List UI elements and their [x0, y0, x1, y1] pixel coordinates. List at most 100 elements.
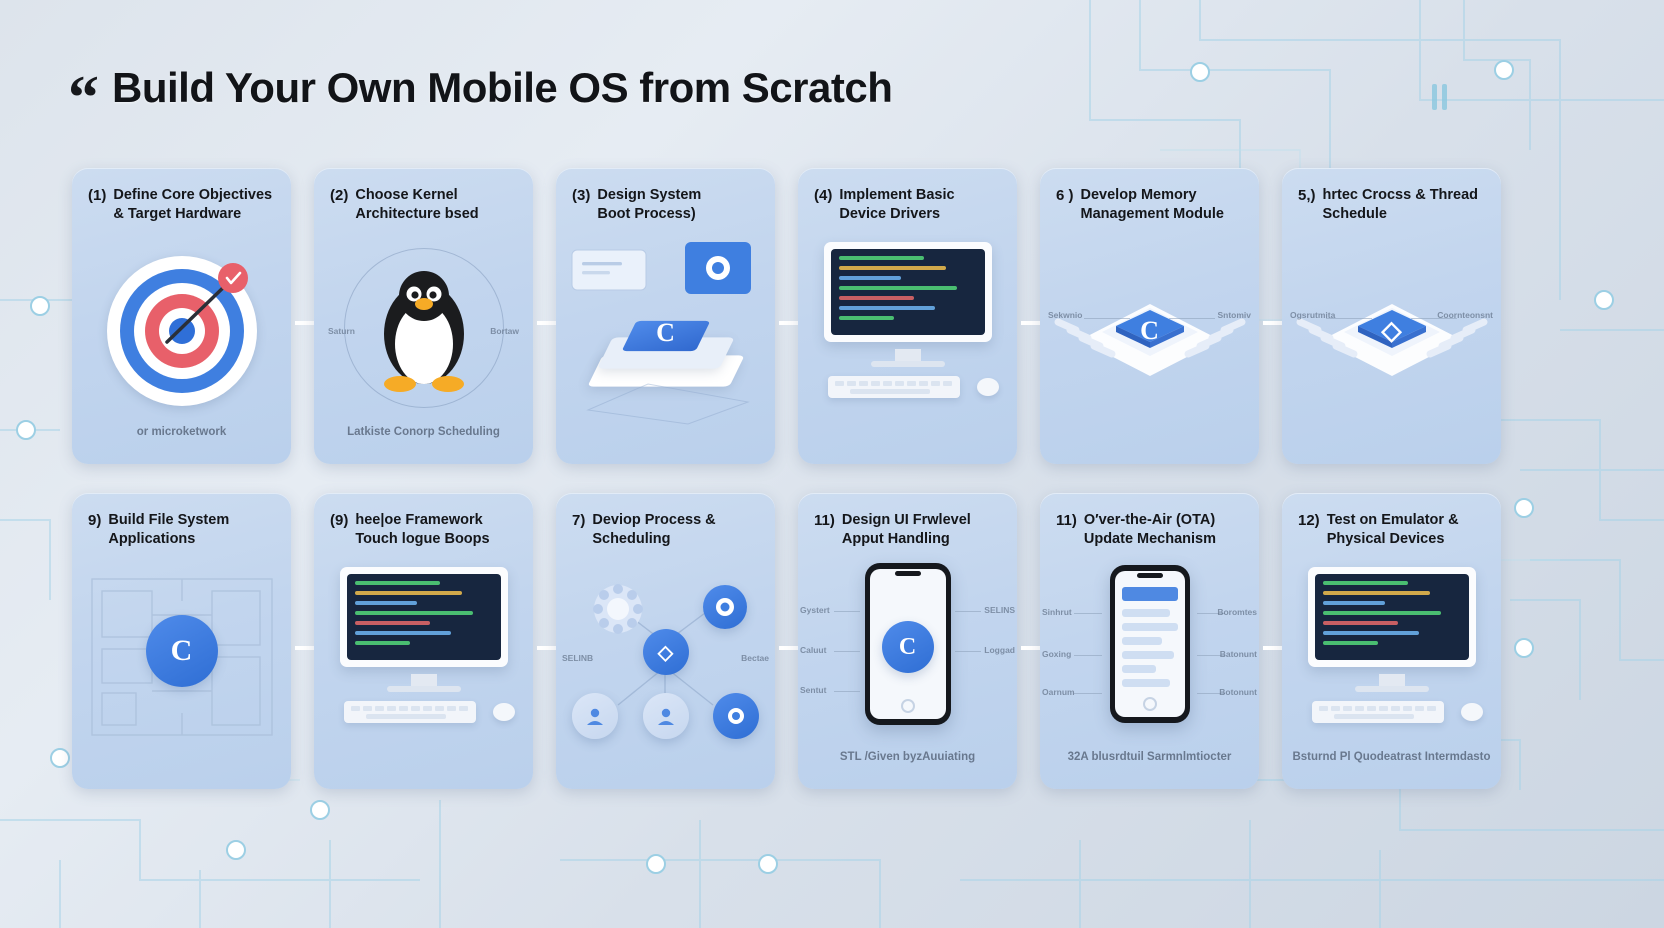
- monitor: [823, 242, 992, 342]
- step-caption: Bsturnd Pl Quodeatrast Intermdasto: [1292, 751, 1491, 763]
- step-illustration: Sinhrut Boromtes Goxing Batonunt Oarnum …: [1040, 565, 1259, 747]
- network-node-bottom-center: [642, 693, 689, 739]
- chip-label-left: Sekwnio: [1048, 310, 1083, 320]
- step-card-12[interactable]: 12) Test on Emulator &Physical Devices: [1282, 493, 1501, 789]
- step-number: 6 ): [1056, 187, 1074, 204]
- boot-chip-illustration: C: [556, 242, 775, 425]
- step-illustration: C: [72, 567, 291, 747]
- target-illustration: [106, 256, 257, 406]
- step-illustration: C Sekwnio Sntomiv: [1040, 242, 1259, 422]
- penguin-label-right: Bortaw: [490, 326, 519, 336]
- desktop-code-illustration: [314, 567, 533, 747]
- chip-letter: C: [1140, 316, 1159, 345]
- step-number: 11): [1056, 512, 1077, 529]
- phone-label-5: Sentut: [800, 685, 827, 695]
- step-number: (1): [88, 187, 107, 204]
- boot-panel-icon: [571, 249, 647, 291]
- step-number: (2): [330, 187, 349, 204]
- step-illustration: ◇ SELINB Bectae: [556, 567, 775, 747]
- steps-grid: (1) Define Core Objectives& Target Hardw…: [0, 160, 1664, 810]
- ota-label-1: Sinhrut: [1042, 607, 1072, 617]
- phone-device: C: [864, 563, 951, 725]
- page-title: “ Build Your Own Mobile OS from Scratch: [68, 58, 893, 132]
- phone-label-3: Caluut: [800, 645, 827, 655]
- step-caption: Latkiste Conorp Scheduling: [347, 426, 500, 438]
- keyboard: [344, 701, 477, 723]
- step-number: 7): [572, 512, 586, 529]
- step-number: 12): [1298, 512, 1320, 529]
- phone-home-indicator: [1142, 697, 1157, 711]
- chip-pins-icon: [1054, 304, 1245, 376]
- step-number: 5,): [1298, 187, 1316, 204]
- step-illustration: [798, 242, 1017, 422]
- phone-label-4: Loggad: [984, 645, 1015, 655]
- ota-label-6: Botonunt: [1219, 687, 1257, 697]
- step-illustration: C Gystert SELINS Caluut Loggad Sentut: [798, 563, 1017, 747]
- ota-label-5: Oarnum: [1042, 687, 1075, 697]
- phone-notch: [894, 571, 921, 576]
- step-number: (9): [330, 512, 349, 529]
- step-title: Deviop Process &Scheduling: [592, 512, 716, 548]
- process-network-illustration: ◇ SELINB Bectae: [556, 567, 775, 747]
- phone-home-indicator: [900, 699, 915, 713]
- keyboard-keys-icon: [1319, 706, 1437, 719]
- step-number: 9): [88, 512, 102, 529]
- chip-label-right: Coornteonsnt: [1437, 310, 1493, 320]
- keyboard: [828, 376, 961, 398]
- step-card-11[interactable]: 11) O′ver-the-Air (OTA)Update Mechanism: [1040, 493, 1259, 789]
- quote-icon: “: [68, 64, 99, 132]
- step-card-9[interactable]: 7) Deviop Process &Scheduling: [556, 493, 775, 789]
- step-illustration: [314, 567, 533, 747]
- phone-label-1: Gystert: [800, 605, 830, 615]
- chip-letter: C: [656, 318, 675, 347]
- mouse: [977, 378, 999, 396]
- monitor: [1307, 567, 1476, 667]
- phone-screen: [1114, 571, 1185, 717]
- step-card-header: 11) O′ver-the-Air (OTA)Update Mechanism: [1040, 493, 1259, 549]
- filesystem-blueprint-illustration: C: [72, 567, 291, 747]
- ota-label-4: Batonunt: [1219, 649, 1257, 659]
- step-number: (3): [572, 187, 591, 204]
- keyboard-keys-icon: [835, 381, 953, 394]
- title-text: Build Your Own Mobile OS from Scratch: [112, 63, 893, 111]
- penguin-label-left: Saturn: [328, 326, 355, 336]
- step-number: (4): [814, 187, 833, 204]
- step-illustration: C: [556, 242, 775, 425]
- step-card-1[interactable]: (1) Define Core Objectives& Target Hardw…: [72, 168, 291, 464]
- filesystem-badge: C: [145, 615, 218, 687]
- mouse: [1461, 703, 1483, 721]
- step-illustration: [72, 242, 291, 422]
- step-title: O′ver-the-Air (OTA)Update Mechanism: [1083, 512, 1217, 548]
- mouse: [493, 703, 515, 721]
- ota-label-3: Goxing: [1042, 649, 1072, 659]
- linux-penguin-illustration: Saturn Bortaw: [314, 242, 533, 422]
- chip-letter: ◇: [1381, 316, 1402, 345]
- step-number: 11): [814, 512, 835, 529]
- ota-label-2: Boromtes: [1217, 607, 1257, 617]
- steps-row-1: (1) Define Core Objectives& Target Hardw…: [0, 160, 1664, 485]
- network-node-bottom-left: [572, 693, 618, 739]
- chip-module-illustration: ◇ Ogsrutmita Coornteonsnt: [1282, 242, 1501, 422]
- step-caption: 32A blusrdtuil Sarmnlmtiocter: [1067, 751, 1232, 763]
- boot-baseplate-icon: [586, 383, 750, 425]
- phone-label-2: SELINS: [984, 605, 1015, 615]
- phone-list-rows-icon: [1121, 587, 1178, 687]
